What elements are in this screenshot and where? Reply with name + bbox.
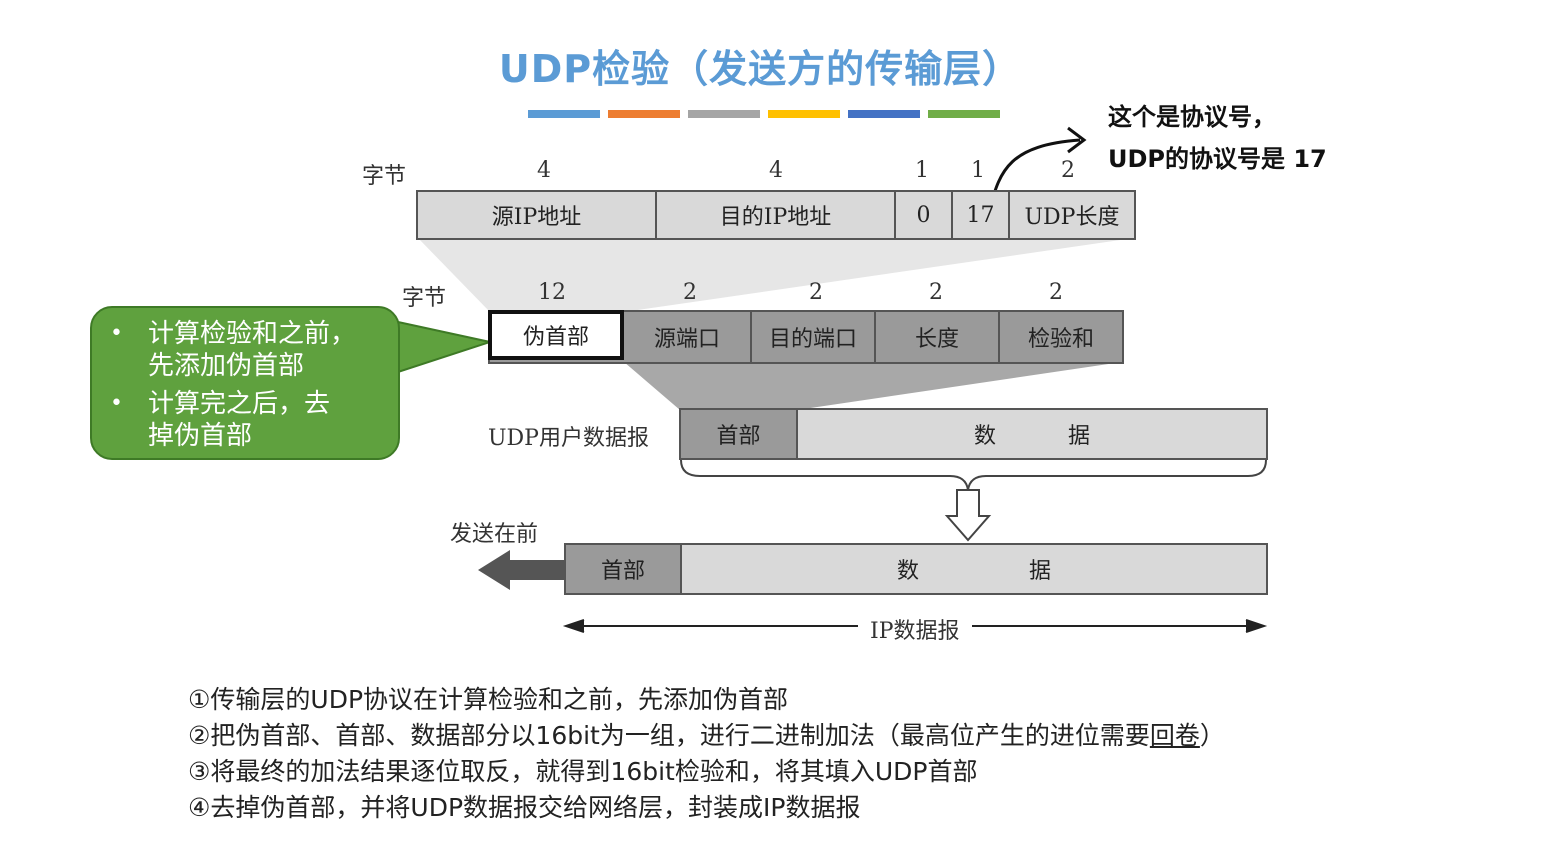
ip-datagram-data: 数 据 xyxy=(682,545,1266,593)
udp-header-row: 伪首部 源端口 目的端口 长度 检验和 xyxy=(488,310,1124,364)
callout-line: 掉伪首部 xyxy=(148,421,253,451)
callout-line: 计算检验和之前， xyxy=(148,319,357,349)
byte-count: 2 xyxy=(929,280,943,305)
down-arrow xyxy=(944,489,992,542)
data-char: 据 xyxy=(1067,424,1090,449)
ip-datagram-row: 首部 数 据 xyxy=(564,543,1268,595)
callout-line: 计算完之后，去 xyxy=(148,389,331,419)
stripe-2 xyxy=(608,110,680,118)
callout-pointer xyxy=(397,320,494,374)
annotation-arrowhead xyxy=(1067,126,1087,154)
udp-datagram-header: 首部 xyxy=(681,410,798,458)
callout-line: 先添加伪首部 xyxy=(148,351,305,381)
note-2-underlined: 回卷 xyxy=(1149,721,1200,750)
send-arrow xyxy=(478,550,566,590)
note-2-close: ） xyxy=(1199,721,1225,750)
data-char: 数 xyxy=(973,424,996,449)
stripe-5 xyxy=(848,110,920,118)
udp-datagram-row: 首部 数 据 xyxy=(679,408,1268,460)
bullet: • xyxy=(110,321,123,346)
byte-count: 2 xyxy=(809,280,823,305)
stripe-6 xyxy=(928,110,1000,118)
field-pseudo-header: 伪首部 xyxy=(488,310,624,360)
data-char: 数 xyxy=(896,559,919,584)
byte-count: 4 xyxy=(537,158,551,183)
udp-datagram-label: UDP用户数据报 xyxy=(488,426,649,451)
page-title: UDP检验（发送方的传输层） xyxy=(498,47,1022,91)
field-src-port: 源端口 xyxy=(624,312,752,362)
byte-count: 12 xyxy=(538,280,566,305)
ip-datagram-header: 首部 xyxy=(566,545,682,593)
stripe-3 xyxy=(688,110,760,118)
note-2: ②把伪首部、首部、数据部分以16bit为一组，进行二进制加法（最高位产生的进位需… xyxy=(188,718,1225,754)
udp-header-bytes-label: 字节 xyxy=(402,286,447,311)
pseudo-header-row: 源IP地址 目的IP地址 0 17 UDP长度 xyxy=(416,190,1136,240)
field-checksum: 检验和 xyxy=(1000,312,1122,362)
annotation-line-2: UDP的协议号是 17 xyxy=(1108,145,1327,173)
pseudo-header-bytes-label: 字节 xyxy=(362,164,407,189)
expand-trapezoid-1 xyxy=(418,238,1134,312)
field-src-ip: 源IP地址 xyxy=(418,192,657,238)
stripe-1 xyxy=(528,110,600,118)
callout-text: • 计算检验和之前， 先添加伪首部 • 计算完之后，去 掉伪首部 xyxy=(110,318,390,452)
byte-count: 2 xyxy=(1061,158,1075,183)
ip-datagram-label: IP数据报 xyxy=(866,613,964,645)
field-length: 长度 xyxy=(876,312,1000,362)
notes: ①传输层的UDP协议在计算检验和之前，先添加伪首部 ②把伪首部、首部、数据部分以… xyxy=(188,682,1225,826)
send-first-label: 发送在前 xyxy=(450,522,539,547)
note-4: ④去掉伪首部，并将UDP数据报交给网络层，封装成IP数据报 xyxy=(188,793,861,822)
callout-box xyxy=(90,306,400,460)
protocol-annotation: 这个是协议号， UDP的协议号是 17 xyxy=(1108,96,1327,180)
udp-datagram-data: 数 据 xyxy=(798,410,1266,458)
field-protocol: 17 xyxy=(953,192,1010,238)
bullet: • xyxy=(110,391,123,416)
byte-count: 2 xyxy=(683,280,697,305)
byte-count: 2 xyxy=(1049,280,1063,305)
byte-count: 1 xyxy=(915,158,929,183)
byte-count: 1 xyxy=(971,158,985,183)
datagram-brace xyxy=(680,459,1267,491)
annotation-line-1: 这个是协议号， xyxy=(1108,103,1276,131)
byte-count: 4 xyxy=(769,158,783,183)
field-zero: 0 xyxy=(896,192,953,238)
note-1: ①传输层的UDP协议在计算检验和之前，先添加伪首部 xyxy=(188,685,789,714)
field-dst-port: 目的端口 xyxy=(752,312,876,362)
data-char: 据 xyxy=(1028,559,1051,584)
expand-trapezoid-2 xyxy=(624,362,1122,410)
field-udp-length: UDP长度 xyxy=(1010,192,1134,238)
note-2-text: ②把伪首部、首部、数据部分以16bit为一组，进行二进制加法（最高位产生的进位需… xyxy=(188,721,1150,750)
note-3: ③将最终的加法结果逐位取反，就得到16bit检验和，将其填入UDP首部 xyxy=(188,757,978,786)
ip-span-head-left xyxy=(562,619,585,633)
ip-span-head-right xyxy=(1245,619,1268,633)
field-dst-ip: 目的IP地址 xyxy=(657,192,896,238)
stripe-4 xyxy=(768,110,840,118)
